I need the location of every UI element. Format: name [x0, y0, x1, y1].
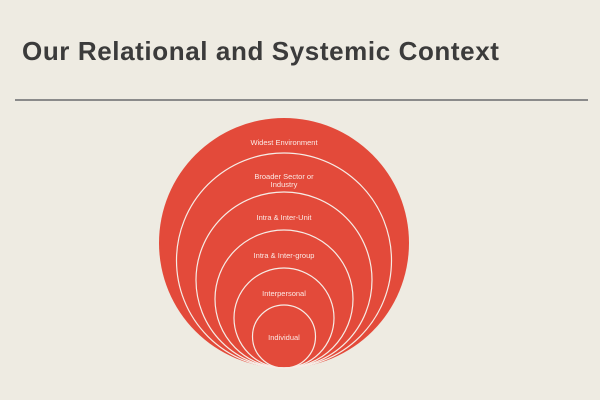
label-intra-inter-unit: Intra & Inter-Unit [256, 213, 312, 222]
label-interpersonal: Interpersonal [262, 289, 306, 298]
label-broader-sector-line2: Industry [271, 180, 298, 189]
label-broader-sector-line1: Broader Sector or [254, 172, 314, 181]
label-intra-inter-group: Intra & Inter-group [254, 251, 315, 260]
circle-widest-environment [159, 118, 409, 368]
slide-title: Our Relational and Systemic Context [22, 36, 500, 66]
circle-individual [251, 304, 317, 369]
label-individual: Individual [268, 333, 300, 342]
label-widest-environment: Widest Environment [250, 138, 318, 147]
title-divider [15, 99, 588, 101]
